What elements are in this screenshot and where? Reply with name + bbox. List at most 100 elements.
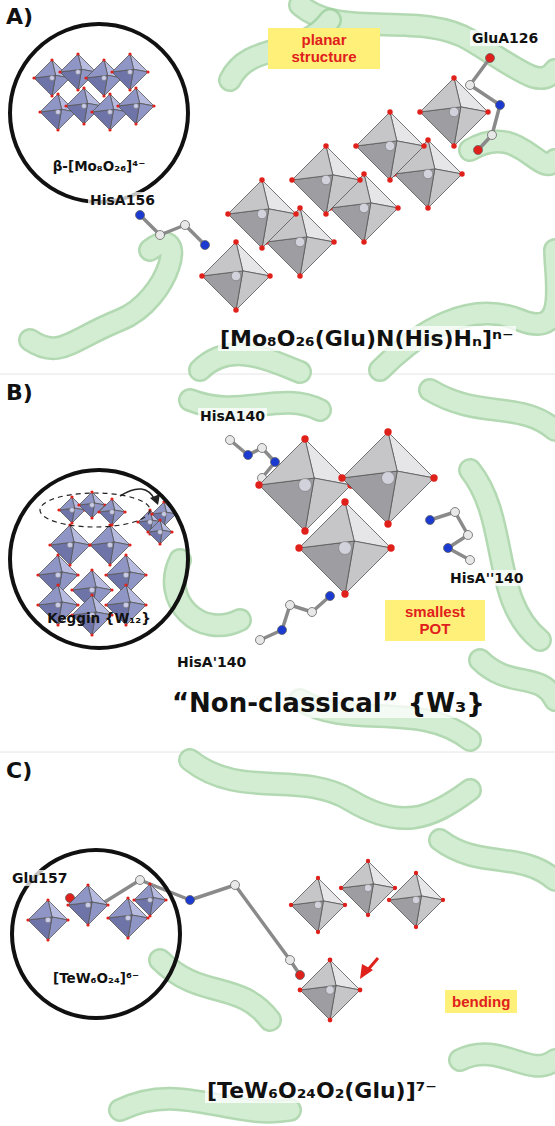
oxygen-atom	[90, 516, 93, 519]
oxygen-atom	[150, 512, 153, 515]
oxygen-atom	[132, 898, 135, 901]
oxygen-atom	[414, 925, 418, 929]
oxygen-atom	[82, 86, 85, 89]
residue-label: HisA'140	[175, 654, 248, 670]
complex-formula: “Non-classical” {W₃}	[170, 688, 487, 718]
metal-atom	[45, 917, 51, 923]
metal-atom	[364, 884, 372, 892]
oxygen-atom	[106, 903, 109, 906]
oxygen-atom	[255, 481, 262, 488]
metal-atom	[133, 103, 138, 108]
oxygen-atom	[328, 1018, 333, 1023]
oxygen-atom	[90, 568, 93, 571]
metal-atom	[162, 512, 167, 517]
side-chain-stick	[230, 440, 275, 478]
oxygen-atom	[259, 245, 264, 250]
oxygen-atom	[108, 563, 111, 566]
oxygen-atom	[343, 903, 347, 907]
oxygen-atom	[289, 177, 294, 182]
highlight-box: smallest POT	[385, 600, 485, 641]
octahedron-face	[134, 898, 153, 916]
oxygen-atom	[70, 521, 73, 524]
metal-atom	[231, 271, 241, 281]
octahedron-face	[389, 896, 421, 927]
octahedron-face	[28, 917, 52, 940]
metal-atom	[55, 572, 61, 578]
bending-arrowhead	[360, 964, 373, 979]
octahedron-face	[228, 209, 269, 248]
metal-atom	[55, 602, 61, 608]
octahedron-face	[300, 960, 336, 990]
oxygen-atom	[146, 70, 149, 73]
oxygen-atom	[110, 497, 113, 500]
oxygen-atom	[88, 543, 91, 546]
highlight-text: smallest POT	[392, 603, 478, 638]
oxygen-atom	[430, 474, 437, 481]
protein-ribbon	[480, 660, 555, 700]
metal-atom	[385, 141, 395, 151]
complex-formula: [TeW₆O₂₄O₂(Glu)]⁷⁻	[205, 1078, 439, 1103]
protein-ribbon	[200, 354, 300, 372]
oxygen-atom	[102, 94, 105, 97]
octahedron-face	[92, 109, 114, 130]
metal-atom	[101, 75, 106, 80]
protein-ribbon	[380, 250, 555, 370]
octahedron-face	[341, 884, 373, 915]
oxygen-atom	[110, 70, 113, 73]
oxygen-atom	[174, 512, 177, 515]
protein-ribbon	[160, 960, 270, 1020]
oxygen-atom	[134, 86, 137, 89]
side-chain-stick	[70, 880, 300, 975]
oxygen-atom	[116, 104, 119, 107]
octahedron-face	[99, 510, 115, 525]
oxygen-atom	[58, 70, 61, 73]
octahedron-face	[112, 69, 134, 90]
oxygen-atom	[46, 938, 49, 941]
oxygen-atom	[233, 307, 238, 312]
extraction-arrowhead	[150, 494, 160, 505]
octahedron-face	[202, 271, 243, 310]
metal-atom	[55, 109, 60, 114]
octahedron-face	[420, 107, 461, 146]
oxygen-atom	[459, 171, 464, 176]
extraction-arrow	[120, 489, 155, 500]
protein-ribbon	[30, 243, 171, 348]
oxygen-atom	[295, 544, 302, 551]
oxygen-atom	[341, 498, 348, 505]
atom-ball	[256, 636, 265, 645]
atom-ball	[326, 592, 335, 601]
atom-ball	[231, 881, 240, 890]
oxygen-atom	[36, 573, 39, 576]
formula-label: [TeW₆O₂₄]⁶⁻	[14, 970, 178, 986]
atom-ball	[136, 211, 145, 220]
oxygen-atom	[357, 177, 362, 182]
oxygen-atom	[128, 52, 131, 55]
protein-ribbon	[380, 250, 555, 370]
oxygen-atom	[56, 92, 59, 95]
protein-ribbon	[460, 1054, 555, 1066]
atom-ball	[181, 221, 190, 230]
octahedron-face	[356, 112, 397, 146]
oxygen-atom	[259, 177, 264, 182]
octahedron-face	[60, 69, 82, 90]
protein-ribbon	[175, 560, 240, 625]
protein-ribbon	[190, 760, 470, 818]
atom-ball	[226, 436, 235, 445]
inset-circle: Keggin {W₁₂}	[8, 468, 190, 650]
dashed-selection	[40, 493, 150, 527]
protein-ribbon	[440, 840, 555, 880]
oxygen-atom	[76, 88, 79, 91]
residue-label: GluA126	[470, 30, 540, 46]
highlight-box: bending	[445, 990, 517, 1013]
oxygen-atom	[338, 474, 345, 481]
oxygen-atom	[387, 109, 392, 114]
oxygen-atom	[339, 886, 343, 890]
oxygen-atom	[110, 523, 113, 526]
oxygen-atom	[126, 896, 129, 899]
protein-ribbon	[160, 960, 270, 1020]
oxygen-atom	[233, 239, 238, 244]
protein-ribbon	[440, 840, 555, 880]
oxygen-atom	[425, 205, 430, 210]
metal-atom	[90, 503, 95, 508]
metal-atom	[295, 237, 305, 247]
